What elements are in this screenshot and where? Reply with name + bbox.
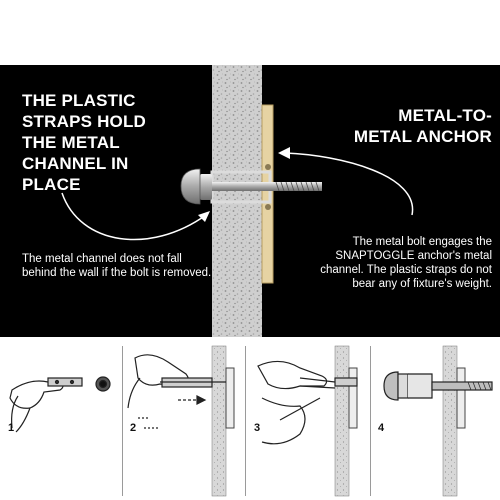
washer (200, 174, 212, 200)
step-number: 4 (378, 422, 385, 434)
right-callout-note: The metal bolt engages the SNAPTOGGLE an… (320, 236, 492, 290)
step-1-illustration (9, 376, 111, 433)
main-diagram-panel: THE PLASTIC STRAPS HOLD THE METAL CHANNE… (0, 65, 500, 337)
step-number: 2 (130, 422, 137, 434)
steps-illustration (9, 345, 493, 497)
right-callout-arrow (284, 152, 414, 216)
bolt-shaft (198, 182, 322, 191)
step-number: 3 (254, 422, 261, 434)
plastic-strap (261, 104, 274, 284)
bolt-head (180, 168, 201, 205)
step-number: 1 (8, 422, 15, 434)
step-divider (122, 346, 123, 496)
step-3-illustration (257, 345, 358, 497)
left-callout-heading: THE PLASTIC STRAPS HOLD THE METAL CHANNE… (22, 91, 147, 194)
step-divider (245, 346, 246, 496)
left-callout-arrow (61, 192, 207, 241)
right-callout-heading: METAL-TO-METAL ANCHOR (353, 106, 492, 146)
left-callout-note: The metal channel does not fall behind t… (22, 253, 212, 279)
step-2-illustration (127, 345, 235, 497)
anchor-cross-section (61, 65, 414, 337)
strap-rivet-top (265, 164, 271, 170)
installation-steps: 1 2 3 4 (0, 338, 500, 500)
strap-rivet-bottom (265, 204, 271, 210)
step-divider (370, 346, 371, 496)
step-4-illustration (383, 345, 493, 497)
